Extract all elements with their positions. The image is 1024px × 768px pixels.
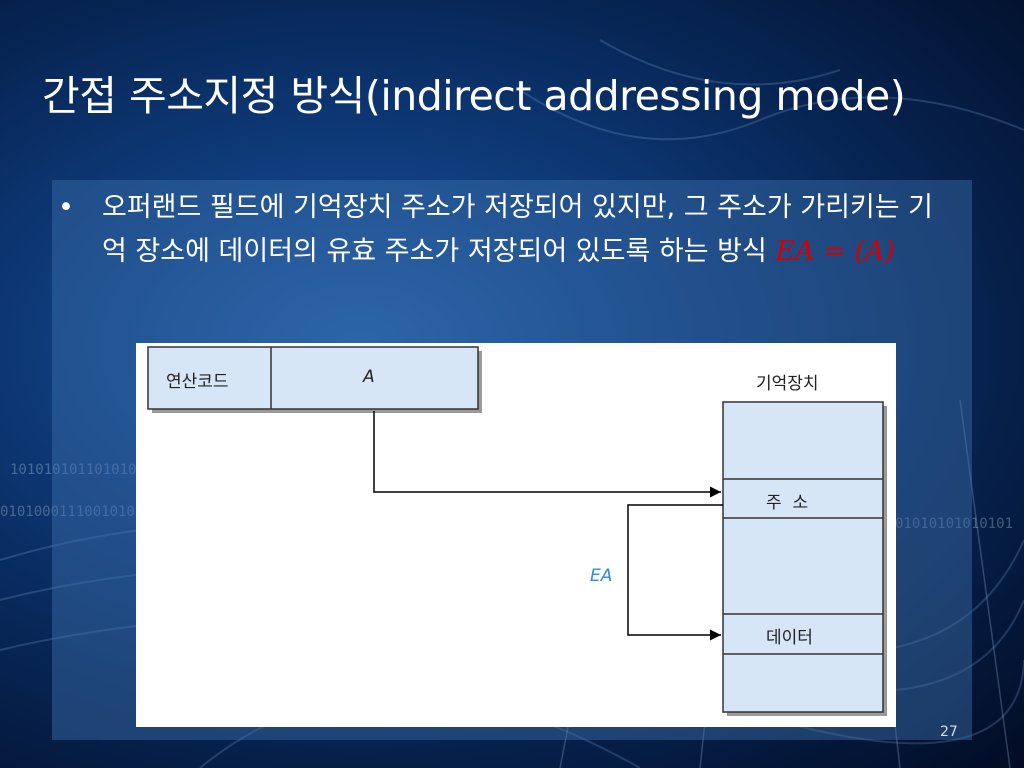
memory-box xyxy=(722,401,884,713)
data-cell-label: 데이터 xyxy=(766,628,813,648)
bullet-text: 오퍼랜드 필드에 기억장치 주소가 저장되어 있지만, 그 주소가 가리키는 기… xyxy=(102,186,942,274)
binary-text-2: 010100011100101010 xyxy=(0,504,152,520)
bullet-description: 오퍼랜드 필드에 기억장치 주소가 저장되어 있지만, 그 주소가 가리키는 기… xyxy=(102,192,934,267)
ea-pointer-arrow xyxy=(627,504,723,641)
operand-to-address-arrow xyxy=(373,411,721,498)
address-cell-label: 주 소 xyxy=(766,493,809,513)
diagram-graphics xyxy=(147,346,887,716)
ea-label: EA xyxy=(590,566,613,586)
memory-title: 기억장치 xyxy=(756,374,819,394)
binary-text-3: 01010101010101 xyxy=(895,516,1013,532)
formula-text: EA = (A) xyxy=(775,236,895,267)
bullet-dot-icon: • xyxy=(58,192,74,223)
slide-title: 간접 주소지정 방식(indirect addressing mode) xyxy=(42,72,906,120)
operand-label: A xyxy=(363,367,375,387)
page-number: 27 xyxy=(940,724,958,740)
addressing-diagram: 연산코드 A 기억장치 주 소 데이터 EA xyxy=(136,343,896,727)
opcode-label: 연산코드 xyxy=(166,372,229,392)
binary-text-1: 10101010110101010 xyxy=(10,462,153,478)
instruction-box xyxy=(147,346,479,410)
